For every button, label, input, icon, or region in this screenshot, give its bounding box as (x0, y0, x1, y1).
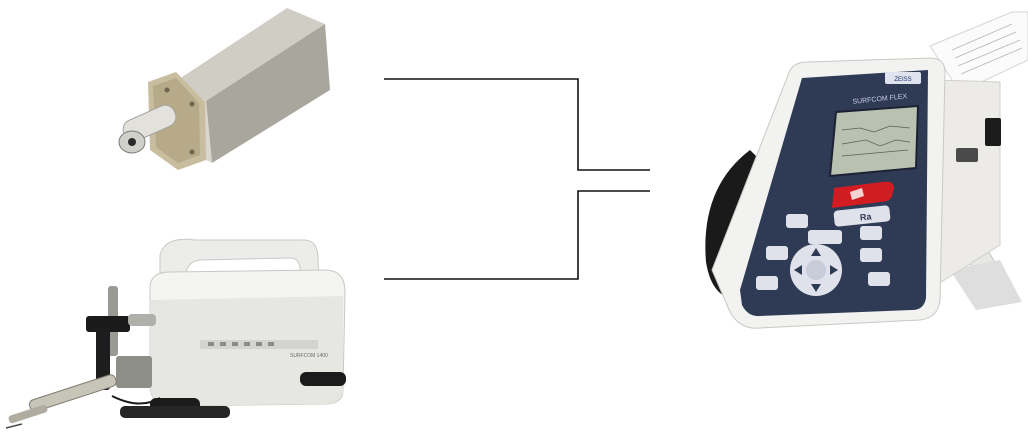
brand-logo-text: ZEISS (894, 77, 911, 83)
drive-unit-cylinder (119, 8, 330, 170)
connector-line-lower (384, 191, 650, 279)
connector-line-upper (384, 79, 650, 170)
tracer-model-label: SURFCOM 1400 (290, 353, 328, 359)
portable-tracer-unit: SURFCOM 1400 (6, 239, 346, 428)
connector-lines (384, 79, 650, 279)
handheld-surface-tester: ZEISS SURFCOM FLEX Ra (705, 12, 1028, 328)
ra-button-label: Ra (859, 211, 872, 222)
